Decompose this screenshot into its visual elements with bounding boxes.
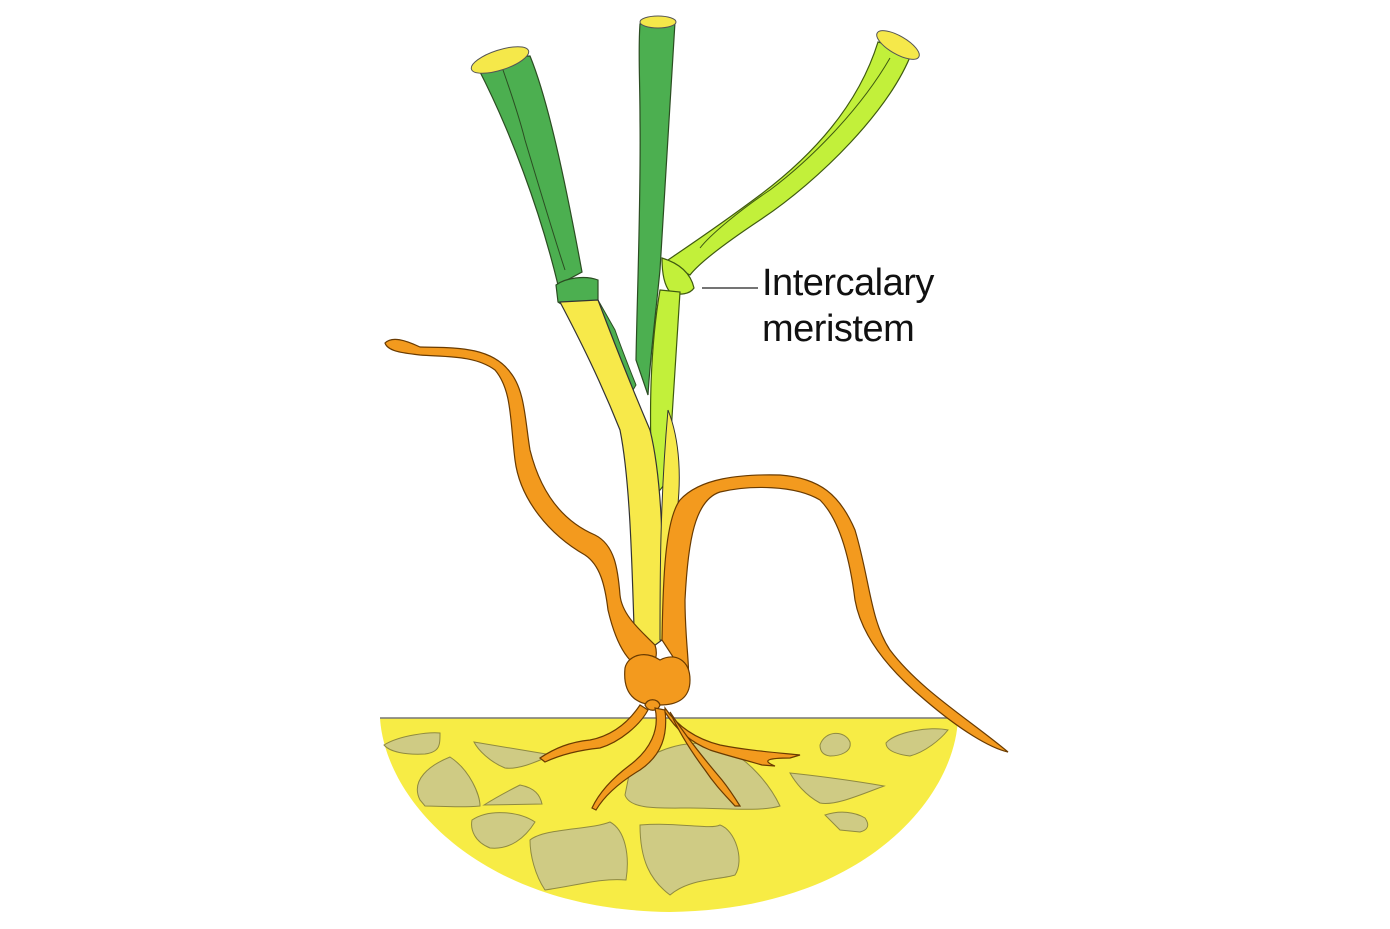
leaf-left-dark-green bbox=[470, 46, 599, 307]
roots bbox=[384, 338, 1009, 811]
soil-stones bbox=[383, 728, 949, 896]
intercalary-meristem-node bbox=[661, 257, 695, 295]
label-line-2: meristem bbox=[762, 308, 915, 350]
intercalary-meristem-label: Intercalary meristem bbox=[762, 260, 934, 352]
soil bbox=[380, 717, 958, 912]
leaf-right-light-green bbox=[649, 30, 920, 502]
label-line-1: Intercalary bbox=[762, 262, 934, 304]
